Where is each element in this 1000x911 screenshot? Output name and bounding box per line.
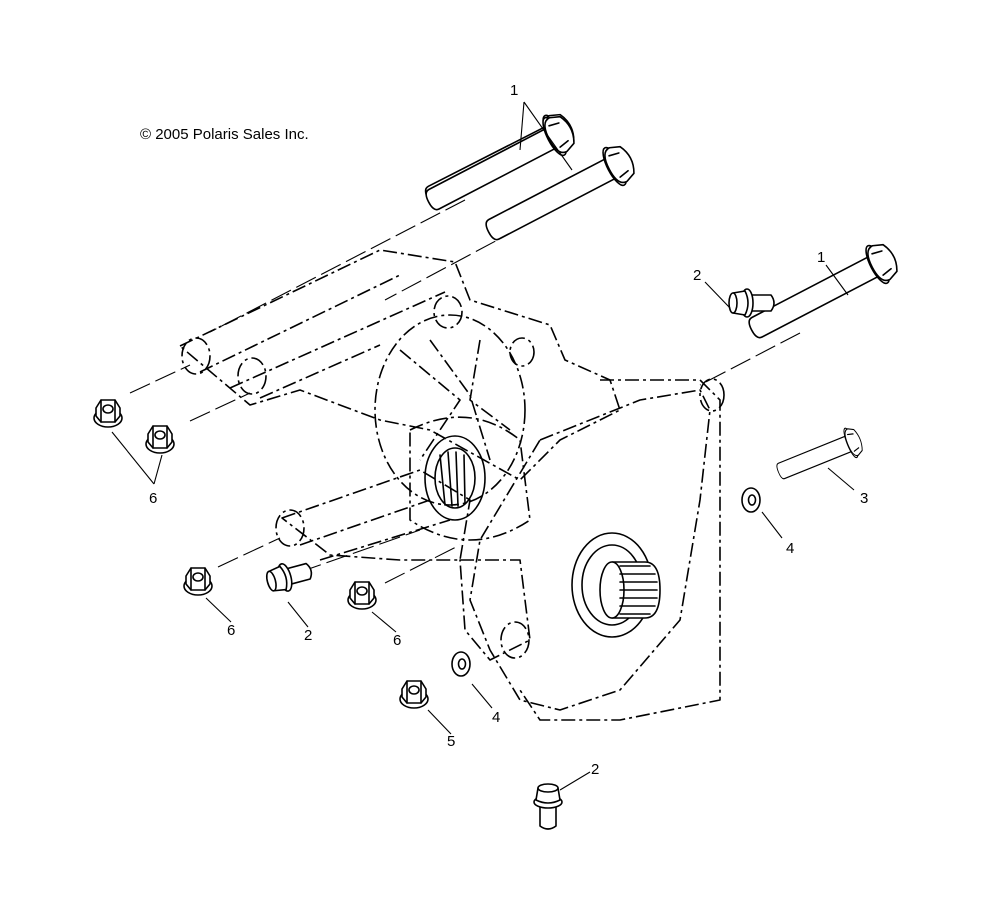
callout-1-right: 1 — [817, 249, 825, 266]
assembly-lines — [129, 199, 801, 584]
callout-4-right: 4 — [786, 540, 794, 557]
callout-2-top: 2 — [693, 267, 701, 284]
nut-left-mid — [145, 425, 175, 454]
flange-bolt-left — [263, 556, 316, 597]
callout-2-left: 2 — [304, 627, 312, 644]
flange-bolt-bottom — [533, 783, 563, 830]
callout-6-lower: 6 — [227, 622, 235, 639]
bolt-3 — [771, 423, 867, 488]
washer-lower — [451, 651, 471, 677]
callout-6-left: 6 — [149, 490, 157, 507]
nut-lower-left — [183, 567, 213, 596]
callout-4-lower: 4 — [492, 709, 500, 726]
nut-left-top — [93, 399, 123, 428]
nut-lower-mid — [347, 581, 377, 610]
callout-5: 5 — [447, 733, 455, 750]
washer-right — [741, 487, 761, 513]
callout-3: 3 — [860, 490, 868, 507]
callout-2-bottom: 2 — [591, 761, 599, 778]
nut-5 — [399, 680, 429, 709]
copyright-text: © 2005 Polaris Sales Inc. — [140, 126, 309, 143]
gearcase-housing — [179, 249, 725, 721]
callout-1: 1 — [510, 82, 518, 99]
callout-6-mid: 6 — [393, 632, 401, 649]
leader-lines — [111, 101, 855, 791]
